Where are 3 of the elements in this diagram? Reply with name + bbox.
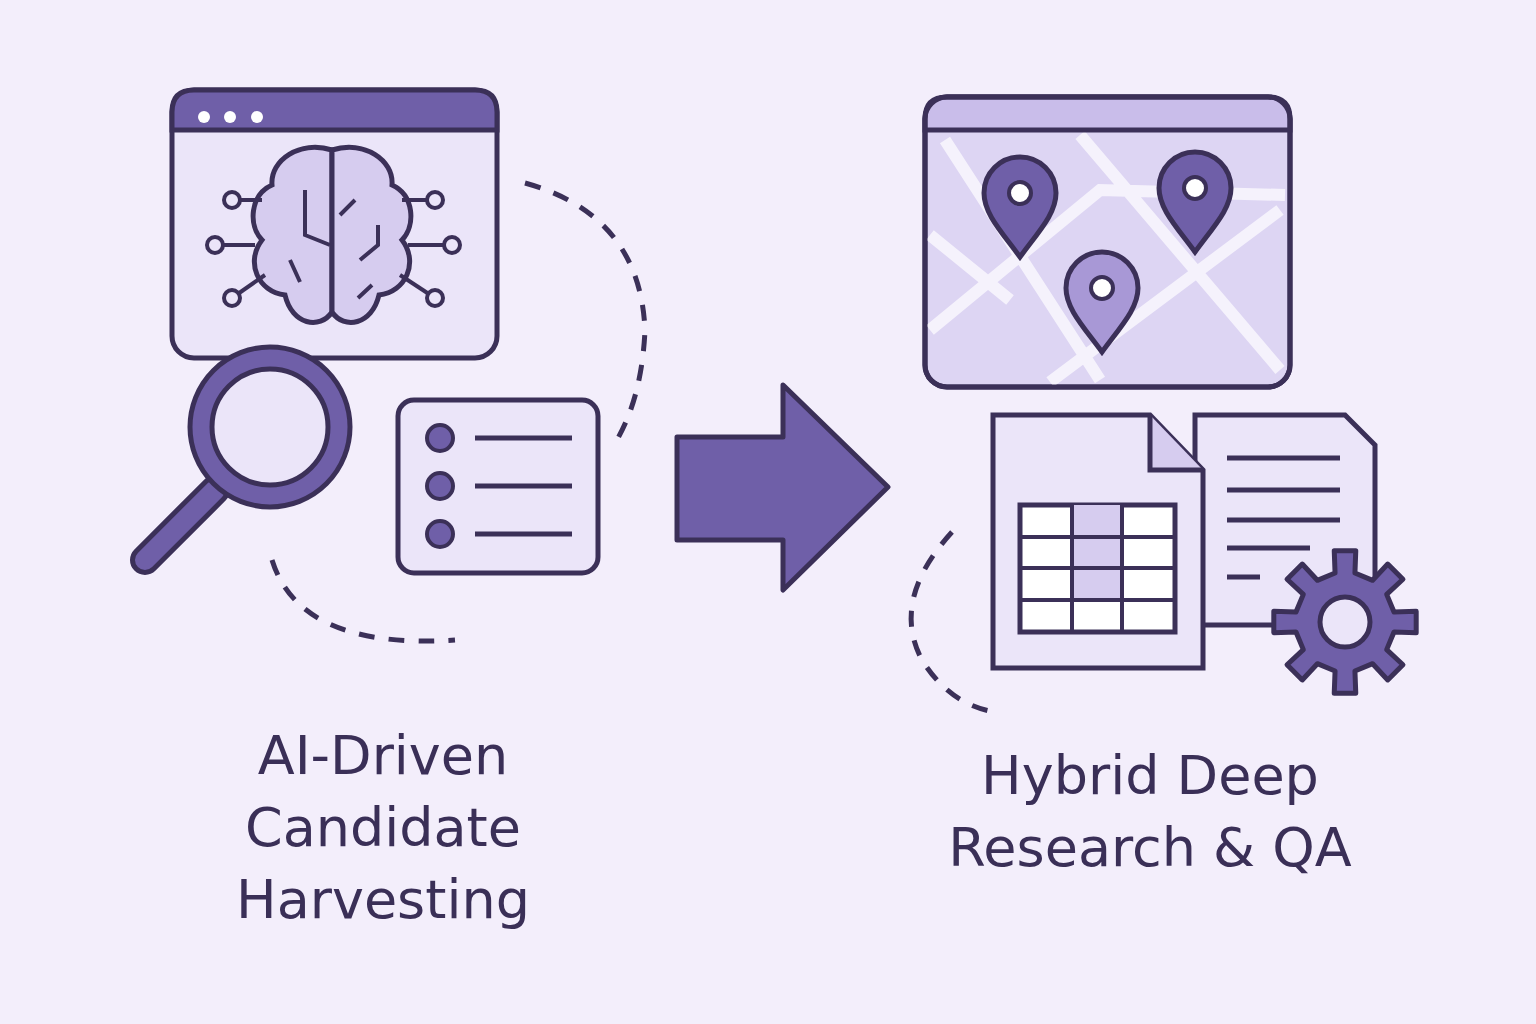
step-title: AI-Driven Candidate Harvesting [235,723,531,933]
block-arrow [674,382,891,593]
step-title: Hybrid Deep Research & QA [947,743,1353,881]
